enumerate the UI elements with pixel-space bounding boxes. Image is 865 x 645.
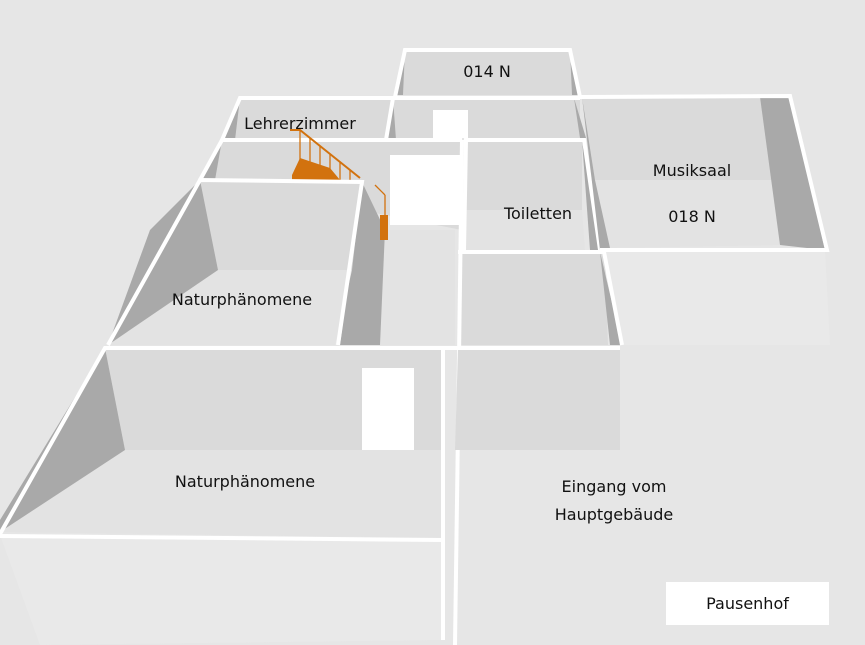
label-naturphaenomene-1: Naturphänomene bbox=[171, 290, 313, 309]
label-eingang: Eingang vom Hauptgebäude bbox=[555, 473, 674, 529]
label-musiksaal: Musiksaal bbox=[652, 161, 732, 180]
room-naturphaenomene-1 bbox=[106, 177, 365, 346]
label-eingang-line2: Hauptgebäude bbox=[554, 505, 674, 524]
label-toiletten: Toiletten bbox=[503, 204, 573, 223]
room-middle bbox=[453, 139, 624, 645]
room-014n bbox=[393, 48, 582, 98]
room-musiksaal bbox=[579, 93, 830, 345]
room-lehrerzimmer bbox=[220, 96, 586, 141]
room-toiletten bbox=[462, 138, 602, 251]
label-018n: 018 N bbox=[668, 207, 716, 226]
label-pausenhof: Pausenhof bbox=[666, 582, 829, 625]
room-naturphaenomene-2 bbox=[0, 346, 620, 645]
label-lehrerzimmer: Lehrerzimmer bbox=[244, 114, 356, 133]
label-014n: 014 N bbox=[463, 62, 511, 81]
staircase bbox=[290, 129, 388, 240]
label-naturphaenomene-2: Naturphänomene bbox=[174, 472, 316, 491]
label-eingang-line1: Eingang vom bbox=[561, 477, 667, 496]
